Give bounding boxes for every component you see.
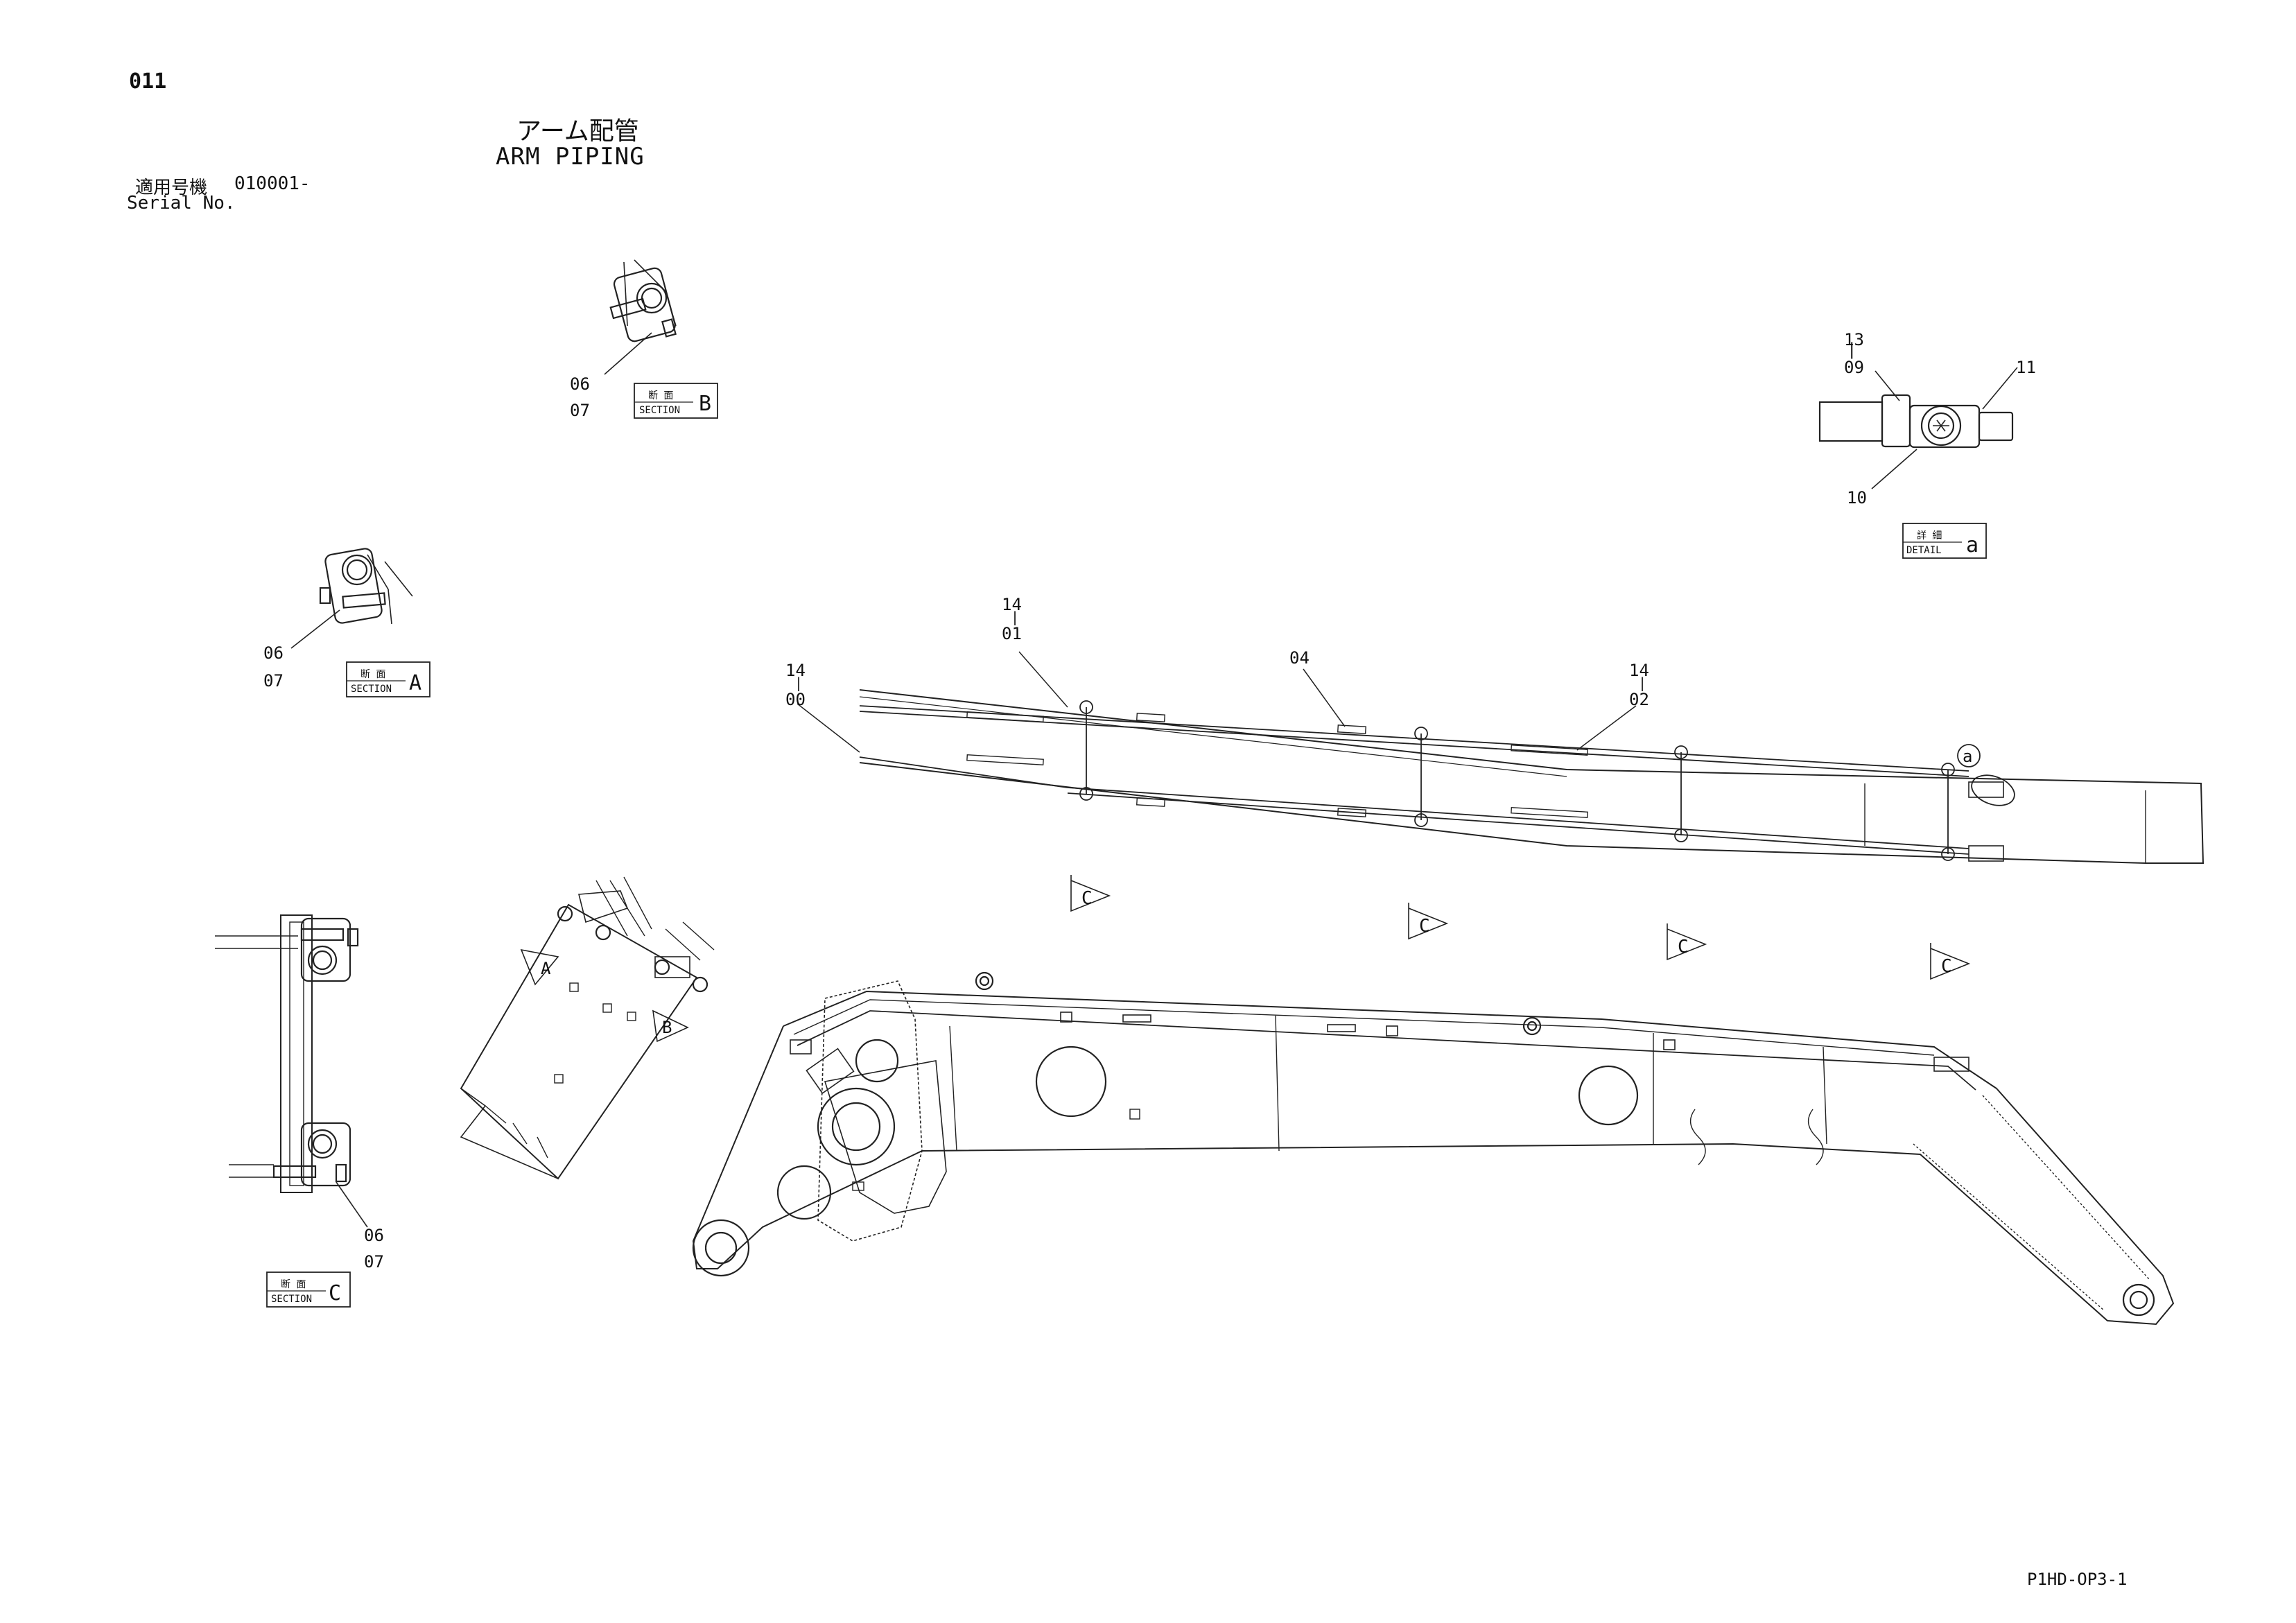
svg-text:a: a [1966, 533, 1978, 557]
svg-text:|: | [1638, 675, 1646, 691]
svg-text:C: C [1419, 916, 1430, 937]
title-english: ARM PIPING [496, 143, 645, 171]
detail-a-marker [1957, 744, 1981, 767]
svg-text:|: | [794, 675, 803, 691]
svg-text:DETAIL: DETAIL [1906, 545, 1942, 556]
section-c-markers: C C C C [1070, 875, 1971, 980]
section-c-label: 断 面 SECTION C [266, 1272, 351, 1308]
section-c-marker: C [1408, 903, 1449, 940]
drawing-code: P1HD-OP3-1 [2027, 1570, 2128, 1589]
svg-text:断 面: 断 面 [281, 1279, 306, 1290]
title-japanese: アーム配管 [516, 117, 639, 146]
section-a-label: 断 面 SECTION A [346, 661, 430, 697]
svg-text:断 面: 断 面 [648, 390, 673, 401]
detail-a-view: 13 | 09 11 10 詳 細 DETAIL a [1818, 330, 2036, 559]
section-c-marker: C [1930, 943, 1971, 980]
section-b-view: 06 07 断 面 SECTION B [570, 259, 718, 420]
svg-text:B: B [662, 1018, 672, 1037]
section-c-part-06: 06 [364, 1226, 384, 1245]
arm-end-view: A B [460, 876, 715, 1180]
svg-text:C: C [329, 1281, 341, 1305]
callout-4-top: 14 [1629, 661, 1649, 680]
detail-a-label: 詳 細 DETAIL a [1902, 523, 1987, 559]
section-a-part-06: 06 [263, 643, 284, 663]
section-a-marker: A [520, 948, 559, 986]
section-b-marker: B [652, 1009, 689, 1043]
svg-text:詳 細: 詳 細 [1917, 530, 1942, 541]
svg-text:SECTION: SECTION [639, 405, 680, 416]
section-b-part-06: 06 [570, 374, 590, 394]
section-a-view: 06 07 断 面 SECTION A [263, 548, 430, 697]
callout-1-bottom: 01 [1002, 624, 1022, 643]
svg-text:a: a [1963, 747, 1972, 766]
detail-a-part-13: 13 [1844, 330, 1864, 349]
serial-number: 010001- [234, 173, 311, 194]
serial-label-english: Serial No. [127, 193, 236, 214]
svg-text:断 面: 断 面 [360, 669, 385, 680]
svg-text:C: C [1678, 937, 1689, 957]
svg-text:SECTION: SECTION [351, 684, 392, 695]
detail-a-part-11: 11 [2016, 358, 2036, 377]
detail-a-part-10: 10 [1847, 488, 1867, 507]
page-number: 011 [129, 69, 167, 94]
section-c-part-07: 07 [364, 1252, 384, 1272]
callout-1-top: 14 [1002, 595, 1022, 614]
arm-side-view [692, 971, 2175, 1326]
svg-text:SECTION: SECTION [271, 1294, 312, 1305]
section-a-part-07: 07 [263, 671, 284, 691]
callout-4-bottom: 02 [1629, 690, 1649, 709]
section-b-label: 断 面 SECTION B [634, 383, 718, 419]
detail-a-part-09: 09 [1844, 358, 1864, 377]
callout-2-bottom: 00 [785, 690, 806, 709]
section-c-marker: C [1667, 923, 1707, 961]
svg-text:|: | [1847, 340, 1856, 359]
section-b-part-07: 07 [570, 401, 590, 420]
svg-text:C: C [1941, 956, 1952, 977]
svg-text:B: B [699, 392, 711, 416]
svg-text:|: | [1011, 609, 1019, 625]
svg-text:A: A [541, 959, 551, 978]
serial-label-japanese: 適用号機 [135, 177, 208, 198]
arm-top-view: a 14 | 01 14 | 00 04 14 | 02 [785, 595, 2204, 864]
section-c-view: 06 07 断 面 SECTION C [215, 914, 384, 1308]
section-c-marker: C [1070, 875, 1111, 912]
svg-text:A: A [409, 671, 421, 695]
callout-2-top: 14 [785, 661, 806, 680]
svg-text:C: C [1081, 888, 1093, 909]
callout-3-part: 04 [1289, 648, 1310, 668]
